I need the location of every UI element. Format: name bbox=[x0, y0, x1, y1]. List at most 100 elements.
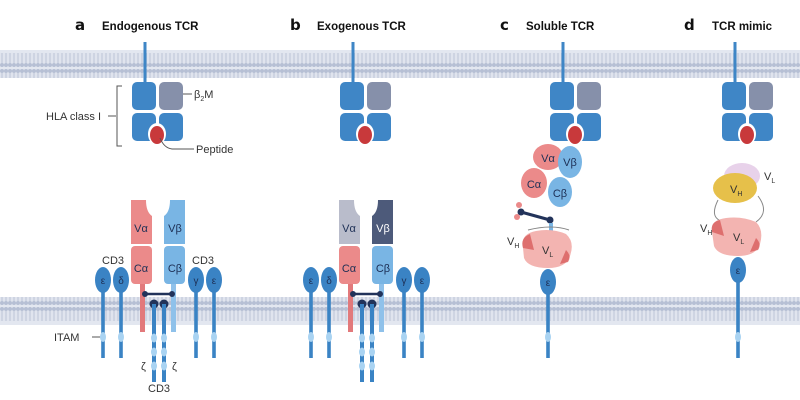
exo-valpha-label: Vα bbox=[342, 223, 356, 235]
cd3-left-label: CD3 bbox=[102, 255, 124, 267]
sol-valpha-label: Vα bbox=[541, 153, 555, 165]
panel-a-header: a Endogenous TCR bbox=[75, 16, 199, 34]
svg-text:ε: ε bbox=[420, 276, 425, 287]
hla-class-i-complex-b bbox=[340, 42, 391, 145]
beta2m-label: β2M bbox=[194, 89, 213, 103]
cd3-epsilon-c: ε bbox=[540, 269, 556, 358]
beta2m-domain bbox=[367, 82, 391, 110]
panel-b-header: b Exogenous TCR bbox=[290, 16, 407, 34]
exo-vbeta-label: Vβ bbox=[376, 223, 390, 235]
endogenous-tcr: Vα Vβ Cα Cβ ζ ζ CD3 CD3 CD3 ITAM bbox=[54, 200, 214, 395]
exo-cbeta-domain bbox=[372, 246, 393, 284]
sol-vl-label: VL bbox=[542, 245, 553, 259]
hla-alpha1-domain bbox=[722, 82, 746, 110]
peptide bbox=[358, 126, 372, 144]
hla-class-i-complex-d bbox=[722, 42, 773, 145]
sol-vl-domain bbox=[522, 230, 572, 268]
tcr-mimic: VH VL VH VL bbox=[700, 163, 775, 256]
panel-letter-a: a bbox=[75, 16, 85, 34]
sol-vbeta-label: Vβ bbox=[563, 157, 577, 169]
exogenous-tcr: Vα Vβ Cα Cβ bbox=[339, 200, 393, 382]
panel-c-header: c Soluble TCR bbox=[500, 16, 595, 34]
valpha-domain bbox=[131, 200, 152, 244]
cd3-epsilon: ε bbox=[540, 269, 556, 358]
svg-text:ε: ε bbox=[546, 278, 551, 289]
panel-title-d: TCR mimic bbox=[712, 21, 773, 33]
cd3-epsilon-right: ε bbox=[206, 267, 222, 358]
hla-alpha1-domain bbox=[550, 82, 574, 110]
mimic-vh-label: VH bbox=[730, 184, 742, 198]
hla-class-label: HLA class I bbox=[46, 111, 101, 123]
sol-valpha-domain bbox=[533, 144, 563, 170]
svg-text:ε: ε bbox=[736, 266, 741, 277]
panel-letter-d: d bbox=[684, 16, 695, 34]
lower-membrane bbox=[0, 297, 800, 325]
calpha-domain bbox=[131, 246, 152, 284]
hla-annotations: HLA class I β2M Peptide bbox=[46, 85, 233, 156]
svg-text:δ: δ bbox=[118, 276, 124, 287]
vbeta-domain bbox=[164, 200, 185, 244]
cd3-epsilon-left: ε bbox=[303, 267, 319, 358]
cd3-epsilon-d: ε bbox=[730, 257, 746, 358]
panel-letter-c: c bbox=[500, 16, 509, 34]
cd3-epsilon: ε bbox=[730, 257, 746, 358]
cd3-zeta-label: CD3 bbox=[148, 383, 170, 395]
beta-tm bbox=[171, 284, 176, 332]
hla-alpha1-domain bbox=[340, 82, 364, 110]
exo-cd3-zeta-chains bbox=[357, 299, 377, 382]
exo-calpha-label: Cα bbox=[342, 263, 357, 275]
exo-valpha-domain bbox=[339, 200, 360, 244]
panel-d-header: d TCR mimic bbox=[684, 16, 773, 34]
cd3-delta: δ bbox=[113, 267, 129, 358]
sol-vh-domain bbox=[522, 234, 534, 250]
cbeta-domain bbox=[164, 246, 185, 284]
sol-calpha-domain bbox=[521, 168, 547, 198]
svg-text:ε: ε bbox=[309, 276, 314, 287]
mimic-vl-domain bbox=[711, 217, 762, 256]
cbeta-label: Cβ bbox=[168, 263, 182, 275]
exo-cbeta-label: Cβ bbox=[376, 263, 390, 275]
calpha-label: Cα bbox=[134, 263, 149, 275]
zeta-label-left: ζ bbox=[141, 361, 146, 373]
cd3-epsilon-right: ε bbox=[414, 267, 430, 358]
cd3-delta: δ bbox=[321, 267, 337, 358]
hla-alpha1-domain bbox=[132, 82, 156, 110]
mimic-vl2-label: VL bbox=[733, 232, 744, 246]
peptide bbox=[740, 126, 754, 144]
valpha-label: Vα bbox=[134, 223, 148, 235]
upper-membrane bbox=[0, 50, 800, 78]
svg-text:ε: ε bbox=[101, 276, 106, 287]
mimic-vl-label: VL bbox=[764, 171, 775, 185]
exo-calpha-domain bbox=[339, 246, 360, 284]
sol-vh-label: VH bbox=[507, 236, 519, 250]
svg-text:ε: ε bbox=[212, 276, 217, 287]
zeta-label-right: ζ bbox=[172, 361, 177, 373]
exo-vbeta-domain bbox=[372, 200, 393, 244]
svg-text:γ: γ bbox=[194, 276, 199, 287]
panel-title-b: Exogenous TCR bbox=[317, 21, 407, 33]
svg-text:δ: δ bbox=[326, 276, 332, 287]
hla-class-i-complex-c bbox=[550, 42, 601, 145]
sol-calpha-label: Cα bbox=[527, 179, 542, 191]
sol-cbeta-domain bbox=[548, 177, 572, 207]
cd3-right-label: CD3 bbox=[192, 255, 214, 267]
mimic-vh2-label: VH bbox=[700, 223, 712, 237]
peptide-label: Peptide bbox=[196, 144, 233, 156]
beta2m-domain bbox=[577, 82, 601, 110]
sol-vbeta-domain bbox=[558, 146, 582, 178]
soluble-tcr: Vα Cα Vβ Cβ VH VL bbox=[507, 144, 582, 268]
sol-cbeta-label: Cβ bbox=[553, 188, 567, 200]
alpha-tm bbox=[140, 284, 145, 332]
panel-letter-b: b bbox=[290, 16, 301, 34]
panel-title-a: Endogenous TCR bbox=[102, 21, 199, 33]
itam-label: ITAM bbox=[54, 332, 79, 344]
panel-title-c: Soluble TCR bbox=[526, 21, 595, 33]
vbeta-label: Vβ bbox=[168, 223, 182, 235]
cd3-epsilon-left: ε bbox=[95, 267, 111, 358]
beta2m-domain bbox=[749, 82, 773, 110]
mimic-vh-domain bbox=[713, 173, 757, 203]
cd3-gamma: γ bbox=[396, 267, 412, 358]
cd3-gamma: γ bbox=[188, 267, 204, 358]
